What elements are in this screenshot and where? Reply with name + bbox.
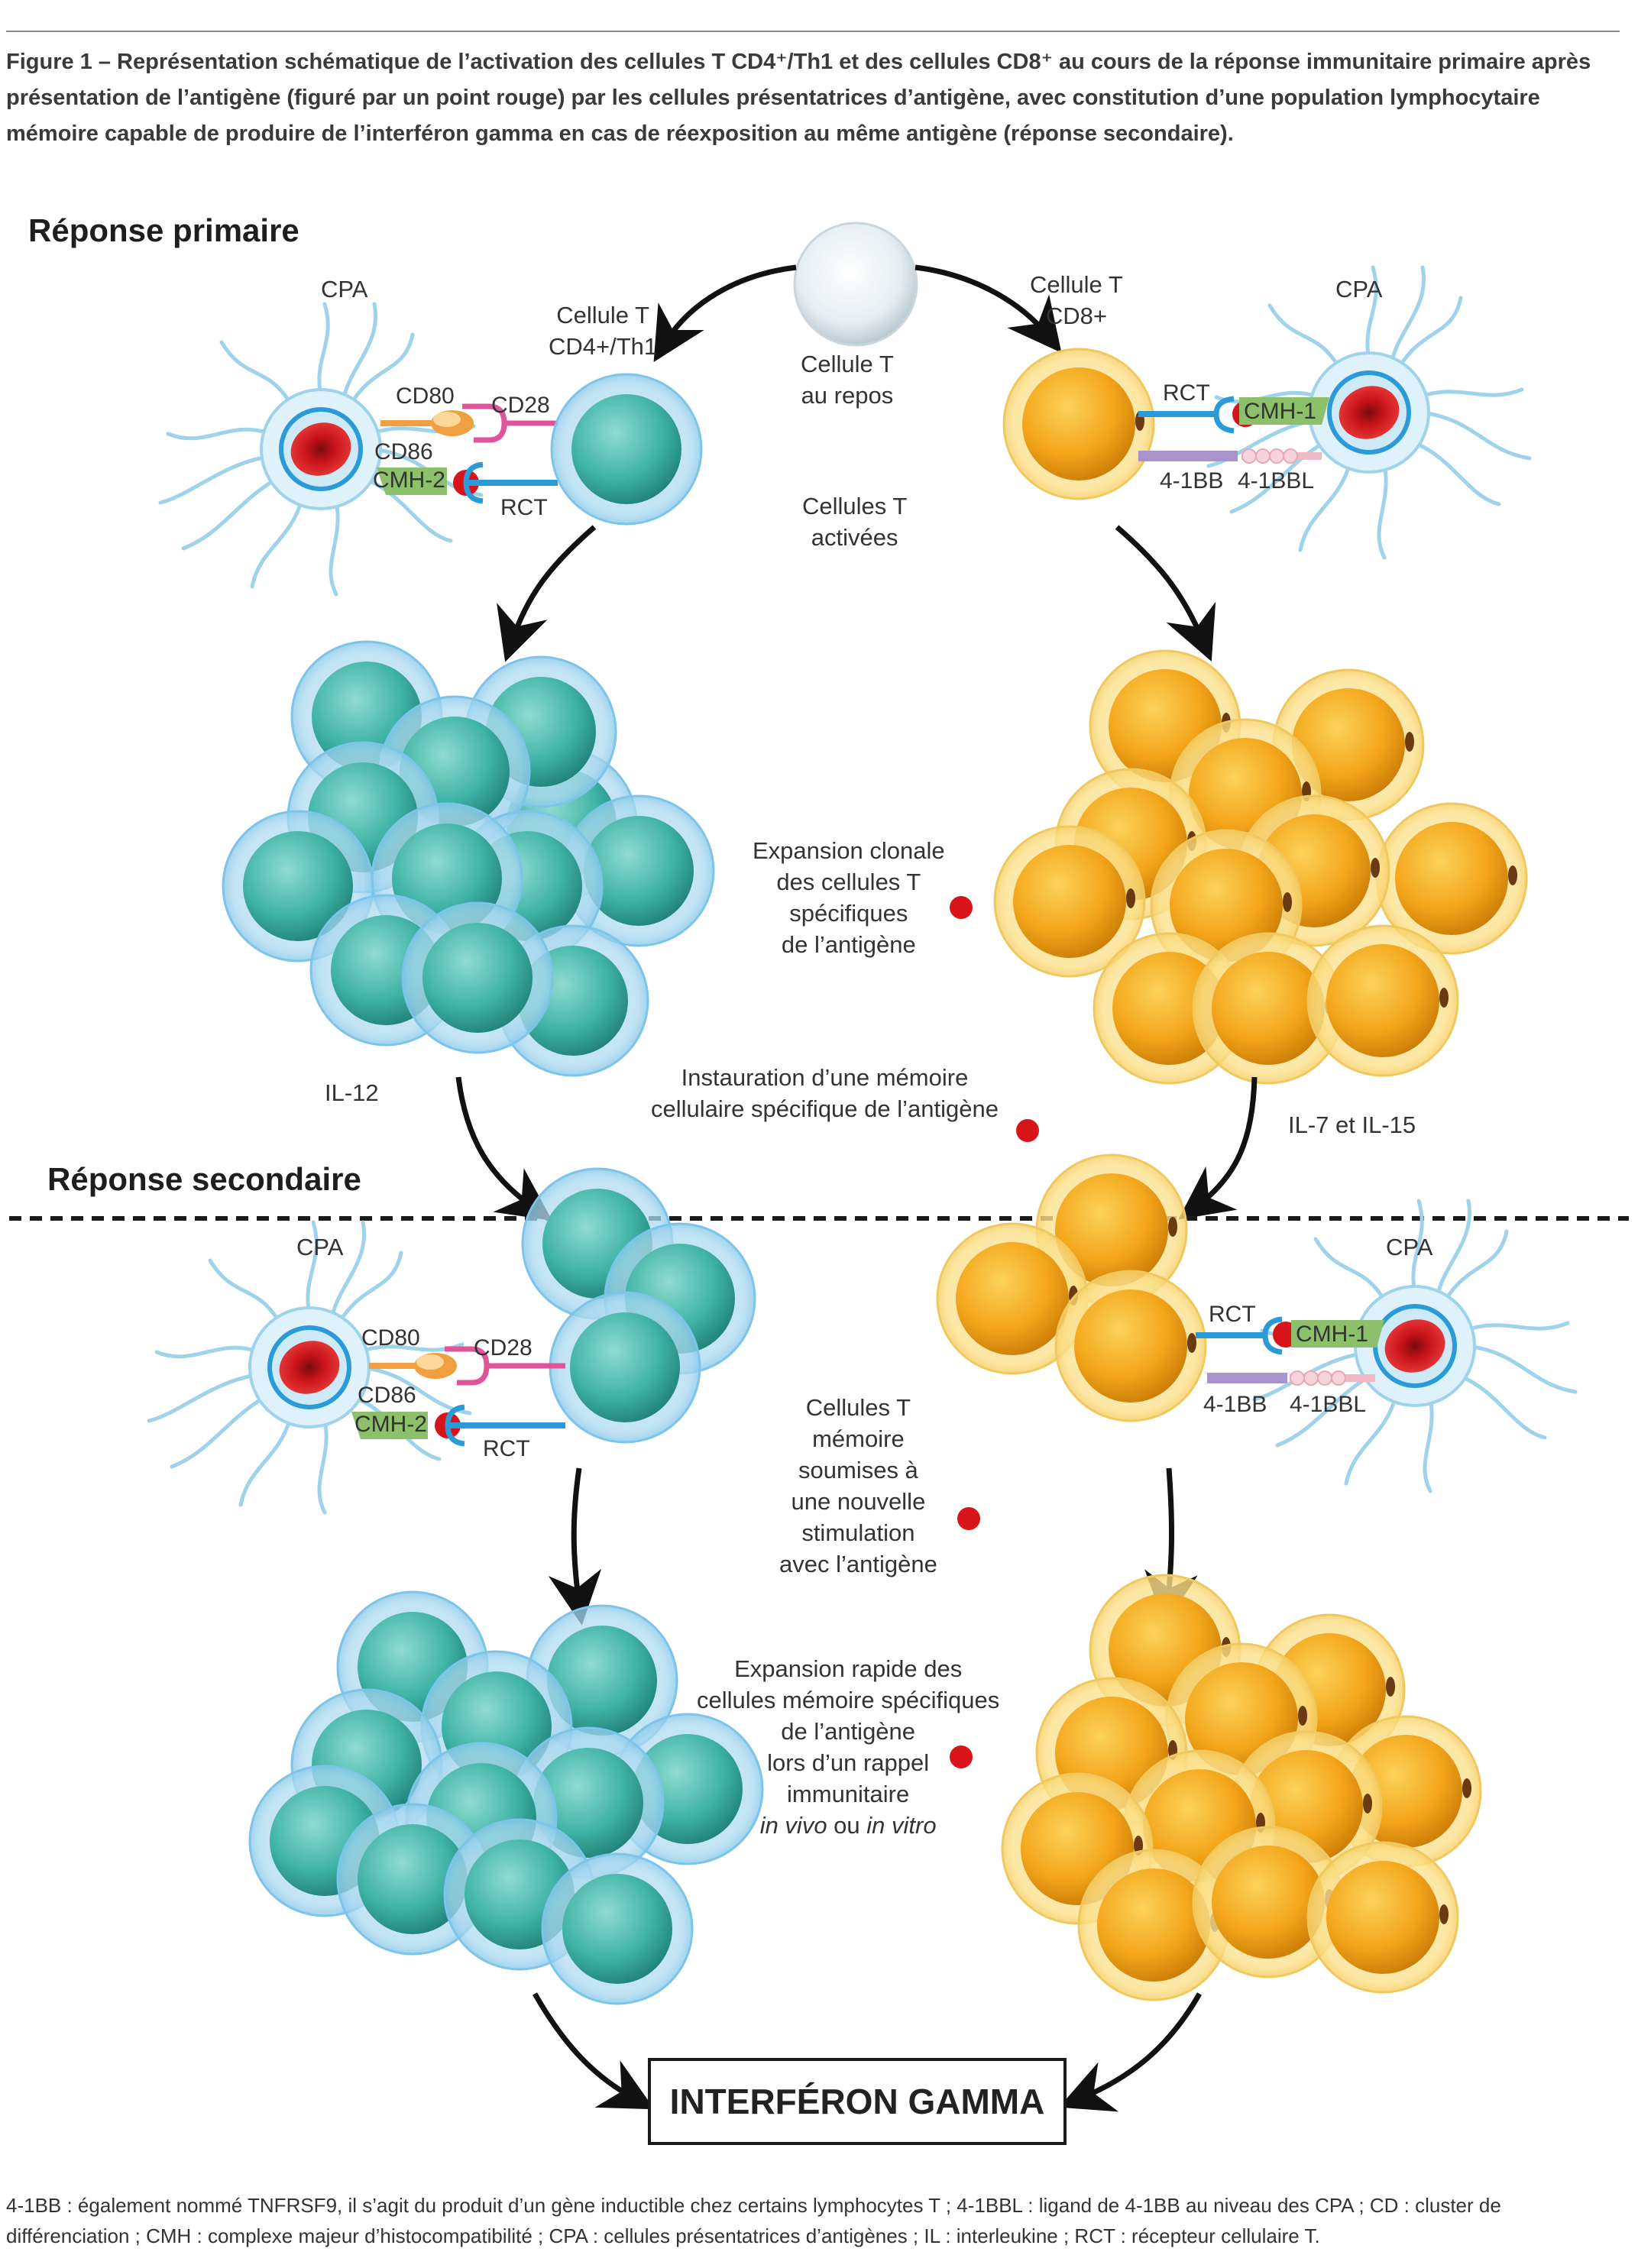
arrow-cd8-interferon xyxy=(1059,1992,1203,2112)
rct-label: RCT xyxy=(500,495,548,520)
rct-label: RCT xyxy=(1163,380,1210,406)
cmh1-label: CMH-1 xyxy=(1244,399,1316,424)
cd80-label: CD80 xyxy=(396,383,455,409)
arrow-to-cd4 xyxy=(653,264,797,363)
arrow-cd8-expansion xyxy=(1115,525,1216,662)
arrow-cd4-rapid-expansion xyxy=(548,1467,602,1626)
apc-left-primary xyxy=(160,304,481,594)
interferon-gamma-box: INTERFÉRON GAMMA xyxy=(648,2058,1067,2145)
cd86-label: CD86 xyxy=(358,1383,416,1408)
cd8-rapid-expansion xyxy=(1001,1574,1482,2001)
il7-il15-label: IL-7 et IL-15 xyxy=(1288,1111,1416,1138)
cd4-clonal-expansion xyxy=(222,640,715,1077)
il12-label: IL-12 xyxy=(325,1079,379,1106)
antigen-dot xyxy=(950,1745,973,1768)
cmh2-label: CMH-2 xyxy=(373,468,445,493)
arrow-cd4-interferon xyxy=(532,1992,655,2110)
synapse-right-primary xyxy=(1138,396,1329,464)
arrow-cd4-expansion xyxy=(497,525,597,662)
resting-t-cell xyxy=(793,222,918,347)
cd8-cell-primary xyxy=(1002,348,1155,500)
antigen-dot xyxy=(1016,1119,1039,1142)
cd8-clonal-expansion xyxy=(993,649,1528,1085)
arrow-cd8-memory xyxy=(1178,1076,1258,1220)
apc-label: CPA xyxy=(1335,276,1383,303)
41bb-label: 4-1BB xyxy=(1203,1392,1267,1417)
cd86-label: CD86 xyxy=(374,439,433,464)
cd4-rapid-expansion xyxy=(248,1590,764,2005)
apc-label: CPA xyxy=(321,276,368,303)
cd8-memory-cells xyxy=(936,1153,1207,1422)
rct-label: RCT xyxy=(483,1436,530,1461)
41bbl-label: 4-1BBL xyxy=(1238,468,1315,493)
synapse-left-secondary xyxy=(351,1346,565,1447)
footnote: 4-1BB : également nommé TNFRSF9, il s’ag… xyxy=(6,2194,1501,2247)
cd28-label: CD28 xyxy=(474,1335,533,1360)
secondary-response-title: Réponse secondaire xyxy=(47,1161,361,1197)
top-rule xyxy=(6,31,1620,32)
figure-caption: Figure 1 – Représentation schématique de… xyxy=(6,50,1591,146)
antigen-dot xyxy=(957,1507,980,1530)
rct-label: RCT xyxy=(1209,1302,1256,1327)
synapse-left-primary xyxy=(377,403,558,504)
synapse-right-secondary xyxy=(1196,1316,1384,1386)
apc-label: CPA xyxy=(296,1234,344,1260)
primary-response-title: Réponse primaire xyxy=(28,212,299,248)
cd28-label: CD28 xyxy=(491,393,550,418)
41bb-label: 4-1BB xyxy=(1160,468,1224,493)
cmh2-label: CMH-2 xyxy=(354,1412,427,1437)
cd4-cell-primary xyxy=(550,373,703,526)
antigen-dot xyxy=(950,896,973,919)
cmh1-label: CMH-1 xyxy=(1296,1322,1368,1347)
cd80-label: CD80 xyxy=(361,1325,420,1351)
apc-label: CPA xyxy=(1386,1234,1433,1260)
arrow-cd4-memory xyxy=(455,1076,552,1221)
arrow-to-cd8 xyxy=(914,264,1062,353)
cd4-memory-cells xyxy=(521,1167,756,1444)
41bbl-label: 4-1BBL xyxy=(1290,1392,1367,1417)
